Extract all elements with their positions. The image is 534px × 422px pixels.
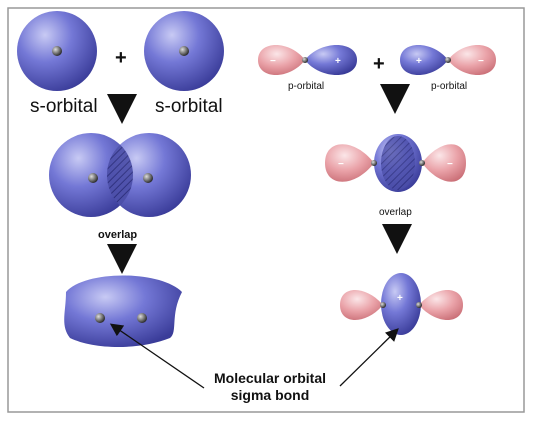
nucleus-icon	[416, 302, 422, 308]
overlap-label-p: overlap	[379, 207, 412, 218]
overlap-label-s: overlap	[98, 229, 137, 241]
lobe-minus-sign: −	[447, 159, 453, 170]
s-orbital-overlap	[49, 133, 191, 217]
lobe-plus-sign: +	[416, 56, 422, 67]
p-orbital-right: + −	[400, 45, 496, 75]
lobe-minus-sign: −	[478, 56, 484, 67]
nucleus-icon	[179, 46, 189, 56]
s-orbital-label-left: s-orbital	[30, 96, 98, 117]
nucleus-icon	[380, 302, 386, 308]
p-orbital-label-left: p-orbital	[288, 81, 324, 92]
nucleus-icon	[52, 46, 62, 56]
plus-sign-p: +	[373, 53, 385, 75]
nucleus-icon	[419, 160, 425, 166]
lobe-minus-sign: −	[338, 159, 344, 170]
nucleus-icon	[445, 57, 451, 63]
p-orbital-left: − +	[258, 45, 357, 75]
lobe-plus-sign: +	[397, 293, 403, 304]
nucleus-icon	[88, 173, 98, 183]
nucleus-icon	[371, 160, 377, 166]
s-orbital-right	[144, 11, 224, 91]
pointer-arrow-right	[339, 328, 399, 387]
nucleus-icon	[137, 313, 147, 323]
plus-sign-s: +	[115, 47, 127, 69]
nucleus-icon	[143, 173, 153, 183]
pointer-arrow-left	[109, 323, 205, 389]
p-orbital-label-right: p-orbital	[431, 81, 467, 92]
lobe-plus-sign: +	[335, 56, 341, 67]
s-orbital-left	[17, 11, 97, 91]
p-orbital-overlap: − −	[325, 134, 466, 192]
s-molecular-orbital	[64, 275, 182, 347]
nucleus-icon	[302, 57, 308, 63]
p-molecular-orbital: +	[340, 273, 463, 335]
caption-line-2: sigma bond	[231, 387, 310, 403]
lobe-minus-sign: −	[270, 56, 276, 67]
nucleus-icon	[95, 313, 105, 323]
s-orbital-label-right: s-orbital	[155, 96, 223, 117]
caption-line-1: Molecular orbital	[214, 370, 326, 386]
